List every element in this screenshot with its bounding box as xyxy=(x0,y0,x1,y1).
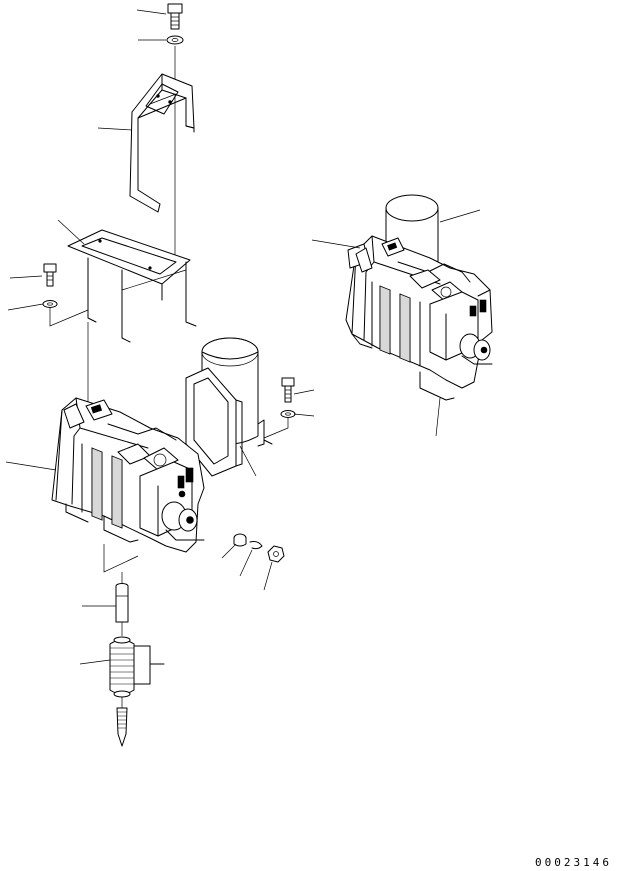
drawing-number: 00023146 xyxy=(535,856,612,869)
leader-assembly-r xyxy=(311,239,361,249)
leader-foot-r xyxy=(435,397,441,437)
axis-right xyxy=(263,418,289,439)
support-frame xyxy=(67,229,197,343)
cover-bracket xyxy=(129,73,195,213)
cap xyxy=(233,533,247,547)
nut xyxy=(267,545,285,563)
leader-cap xyxy=(221,543,237,559)
bolt-top xyxy=(167,3,183,30)
leader-washer-left xyxy=(7,303,44,311)
leader-washer-right xyxy=(293,413,315,417)
axis-left xyxy=(49,308,89,404)
leader-heater xyxy=(5,461,57,471)
leader-nut xyxy=(263,561,273,591)
clip xyxy=(249,541,263,550)
washer-right xyxy=(280,410,296,418)
heater-unit xyxy=(51,397,205,553)
bolt-right xyxy=(281,377,295,403)
shaft xyxy=(116,707,128,747)
leader-bolt-top xyxy=(136,9,167,15)
pin xyxy=(115,583,129,623)
leader-frame xyxy=(57,219,85,245)
axis-bottom xyxy=(103,544,139,573)
washer-top xyxy=(166,35,184,45)
leader-clip xyxy=(239,549,253,577)
gasket-frame xyxy=(185,367,243,477)
assembly xyxy=(345,194,493,401)
leader-spring xyxy=(79,659,111,665)
bolt-left xyxy=(43,263,57,287)
spring xyxy=(109,636,165,698)
washer-left xyxy=(42,300,58,308)
leader-bolt-right xyxy=(293,389,315,395)
leader-duct-r xyxy=(439,209,481,223)
leader-bolt-left xyxy=(9,275,43,279)
leader-cover xyxy=(97,127,133,131)
leader-duct xyxy=(239,445,257,477)
